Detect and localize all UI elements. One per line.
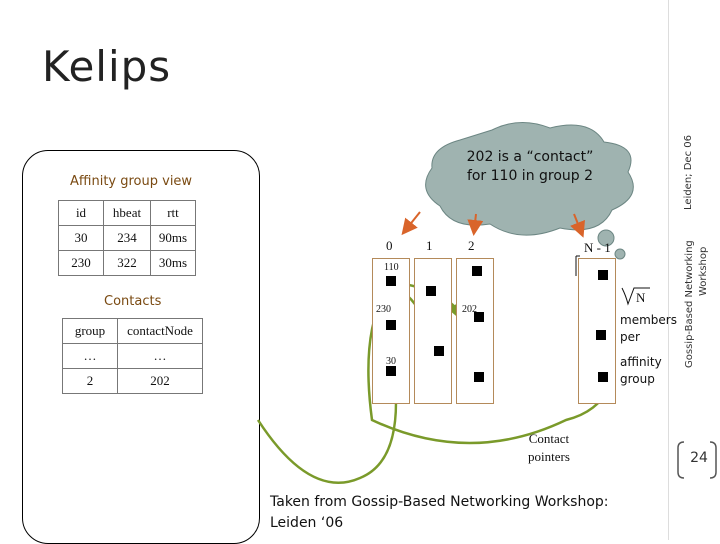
members-per-label: members per bbox=[620, 313, 677, 344]
callout-text: 202 is a “contact” for 110 in group 2 bbox=[430, 148, 630, 186]
sqrt-n-label: N bbox=[636, 290, 646, 305]
source-footnote: Taken from Gossip-Based Networking Works… bbox=[270, 494, 609, 531]
slide-title: Kelips bbox=[42, 42, 172, 91]
node-202 bbox=[474, 312, 484, 322]
group-label-1: 1 bbox=[426, 238, 433, 253]
node bbox=[426, 286, 436, 296]
table-header: hbeat bbox=[103, 200, 151, 226]
table-row: … … bbox=[62, 343, 203, 369]
node-label-230: 230 bbox=[376, 304, 391, 315]
page-number-bracket bbox=[677, 441, 717, 479]
node-label-202: 202 bbox=[462, 304, 477, 315]
arrow-group-2 bbox=[467, 213, 484, 236]
side-bar bbox=[668, 0, 720, 540]
node-label-110: 110 bbox=[384, 262, 399, 273]
group-label-2: 2 bbox=[468, 238, 475, 253]
callout-line-1: 202 is a “contact” bbox=[466, 149, 594, 165]
side-label-workshop-1: Gossip-Based Networking bbox=[684, 240, 695, 368]
table-row: 230 322 30ms bbox=[58, 250, 196, 276]
pointer-110-to-group-n1 bbox=[367, 287, 613, 445]
table-row: 2 202 bbox=[62, 368, 203, 394]
group-column-2 bbox=[456, 258, 494, 404]
contacts-table: group contactNode … … 2 202 bbox=[62, 318, 203, 394]
side-label-workshop-2: Workshop bbox=[698, 246, 709, 296]
affinity-view-title: Affinity group view bbox=[70, 174, 193, 189]
table-cell: 234 bbox=[103, 225, 151, 251]
table-header: contactNode bbox=[117, 318, 203, 344]
table-cell: 202 bbox=[117, 368, 203, 394]
group-label-n1: N - 1 bbox=[584, 240, 611, 255]
node-110 bbox=[386, 276, 396, 286]
table-cell: … bbox=[117, 343, 203, 369]
table-header: rtt bbox=[150, 200, 196, 226]
callout-line-2: for 110 in group 2 bbox=[466, 168, 594, 184]
contacts-title: Contacts bbox=[104, 294, 162, 309]
node bbox=[598, 270, 608, 280]
group-label-0: 0 bbox=[386, 238, 393, 253]
side-label-date: Leiden; Dec 06 bbox=[683, 135, 694, 210]
node bbox=[598, 372, 608, 382]
node bbox=[434, 346, 444, 356]
table-cell: 90ms bbox=[150, 225, 196, 251]
arrow-group-0 bbox=[401, 211, 421, 236]
node-30 bbox=[386, 366, 396, 376]
callout-bubble bbox=[614, 248, 626, 260]
table-cell: 230 bbox=[58, 250, 104, 276]
callout-bubble bbox=[597, 229, 615, 247]
node bbox=[596, 330, 606, 340]
affinity-view-table: id hbeat rtt 30 234 90ms 230 322 30ms bbox=[58, 200, 196, 276]
node-230 bbox=[386, 320, 396, 330]
sqrt-sign-right bbox=[621, 287, 650, 306]
node bbox=[472, 266, 482, 276]
sqrt-sign-top bbox=[575, 255, 580, 276]
affinity-group-label: affinity group bbox=[620, 355, 662, 386]
table-cell: 30ms bbox=[150, 250, 196, 276]
group-column-1 bbox=[414, 258, 452, 404]
node-label-30: 30 bbox=[386, 356, 396, 367]
table-header-row: id hbeat rtt bbox=[58, 200, 196, 226]
page-number: 24 bbox=[690, 450, 708, 466]
table-cell: … bbox=[62, 343, 118, 369]
node bbox=[474, 372, 484, 382]
table-cell: 322 bbox=[103, 250, 151, 276]
arrow-group-n1 bbox=[570, 213, 585, 238]
contact-pointers-label: Contact pointers bbox=[528, 431, 570, 464]
callout-cloud bbox=[425, 122, 634, 236]
